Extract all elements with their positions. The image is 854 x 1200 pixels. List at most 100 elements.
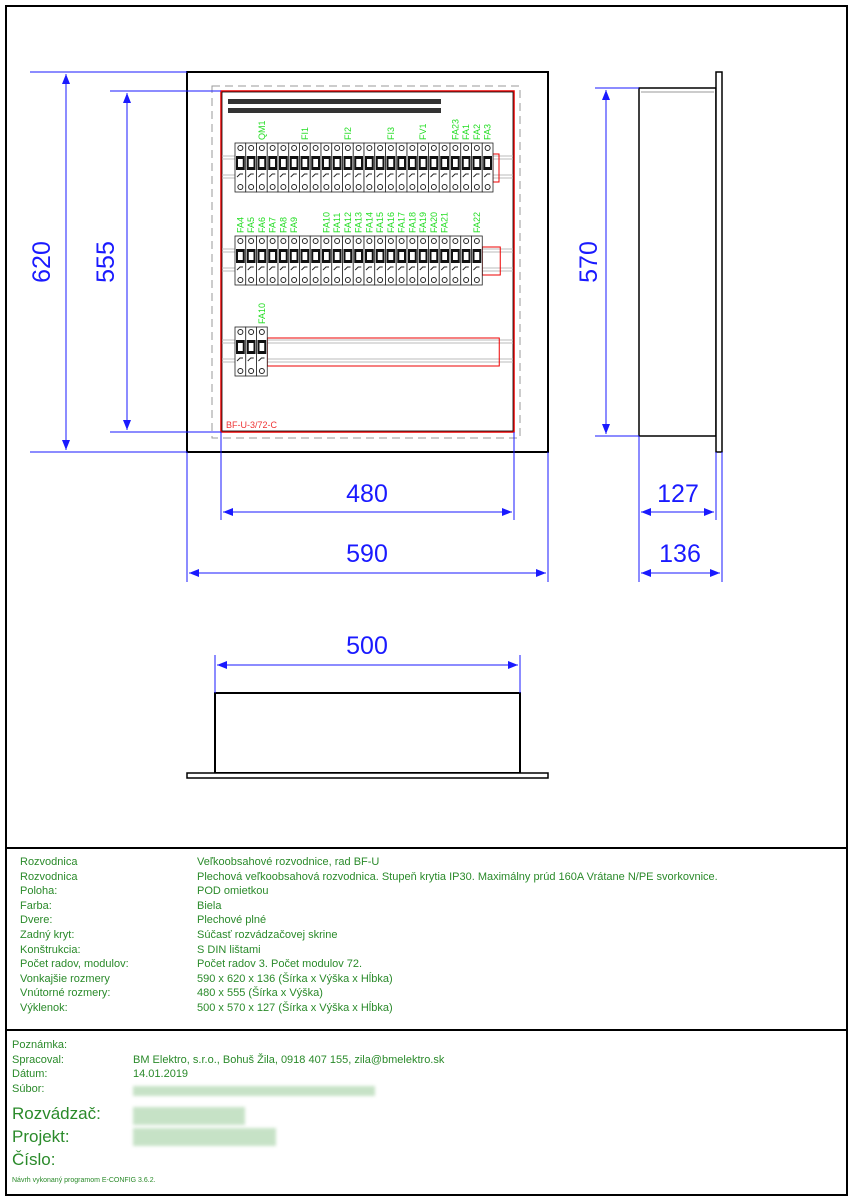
- spec-row: Počet radov, modulov: Počet radov 3. Poče…: [20, 957, 718, 972]
- breaker-label: FA8: [278, 217, 288, 233]
- spec-key: Vnútorné rozmery:: [20, 987, 111, 1000]
- divider-specs: [5, 847, 848, 849]
- breaker-module: [406, 142, 419, 193]
- terminal-strip-n: [228, 99, 441, 104]
- spec-value: Počet radov 3. Počet modulov 72.: [197, 958, 363, 971]
- breaker-module: [395, 235, 408, 286]
- breaker-label: FA11: [332, 213, 342, 233]
- spec-key: Vonkajšie rozmery: [20, 972, 110, 985]
- breaker-label: FA14: [364, 212, 374, 233]
- breaker-module: [320, 142, 333, 193]
- spec-value: 500 x 570 x 127 (Šírka x Výška x Hĺbka): [197, 1001, 393, 1014]
- breaker-label: FA18: [407, 212, 417, 233]
- dim-recess-height: 570: [575, 241, 603, 283]
- file-label: Súbor:: [12, 1082, 45, 1095]
- breaker-label: FA15: [375, 212, 385, 233]
- dim-recess-width: 500: [346, 632, 388, 660]
- spec-value: Súčasť rozvádzačovej skrine: [197, 928, 338, 941]
- spec-key: Rozvodnica: [20, 870, 78, 883]
- breaker-label: FA16: [386, 212, 396, 233]
- footer-note: Návrh vykonaný programom E-CONFIG 3.6.2.: [12, 1177, 156, 1184]
- spec-row: Dvere: Plechové plné: [20, 913, 718, 928]
- spec-key: Počet radov, modulov:: [20, 958, 129, 971]
- breaker-module: [266, 142, 279, 193]
- breaker-label: FA3: [483, 124, 493, 140]
- breaker-label: FA4: [235, 217, 245, 233]
- breaker-label: FA22: [472, 212, 482, 233]
- breaker-module: [277, 235, 290, 286]
- breaker-label: FA10: [257, 303, 267, 324]
- breaker-module: [438, 235, 451, 286]
- breaker-module: [449, 235, 462, 286]
- breaker-label: FA13: [354, 212, 364, 233]
- breaker-module: [245, 142, 257, 193]
- breaker-module: [256, 326, 268, 377]
- enclosure-code: BF-U-3/72-C: [226, 420, 278, 430]
- author-label: Spracoval:: [12, 1053, 64, 1066]
- breaker-module: [320, 235, 333, 286]
- breaker-module: [471, 235, 483, 286]
- breaker-module: [288, 142, 300, 193]
- breaker-label: FA5: [246, 217, 256, 233]
- dim-recess-depth: 127: [657, 480, 699, 508]
- spec-value: Plechová veľkoobsahová rozvodnica. Stupe…: [197, 870, 718, 883]
- redacted-switchboard: [133, 1107, 245, 1125]
- spec-key: Výklenok:: [20, 1001, 68, 1014]
- spec-row: Vnútorné rozmery:480 x 555 (Šírka x Výšk…: [20, 986, 718, 1001]
- date-value: 14.01.2019: [133, 1068, 189, 1081]
- breaker-module: [438, 142, 451, 193]
- spec-value: Plechové plné: [197, 914, 267, 927]
- breaker-label: FA9: [289, 217, 299, 233]
- enclosure-outline: [186, 71, 549, 453]
- switchboard-label: Rozvádzač:: [12, 1104, 101, 1123]
- dim-outer-width: 590: [346, 540, 388, 568]
- breaker-module: [331, 235, 343, 286]
- spec-row: Poloha:POD omietkou: [20, 884, 718, 899]
- project-label: Projekt:: [12, 1127, 70, 1146]
- breaker-label: FA10: [321, 212, 331, 233]
- dim-inner-width: 480: [346, 480, 388, 508]
- breaker-label: FV1: [418, 123, 428, 140]
- breaker-label: FA12: [343, 212, 353, 233]
- spec-key: Dvere:: [20, 914, 53, 927]
- breaker-module: [245, 326, 257, 377]
- breaker-label: FA20: [429, 212, 439, 233]
- breaker-module: [395, 142, 408, 193]
- divider-meta: [5, 1029, 848, 1031]
- breaker-module: [309, 142, 322, 193]
- breaker-module: [234, 142, 247, 193]
- breaker-label: FA1: [461, 124, 471, 140]
- note-label: Poznámka:: [12, 1039, 68, 1051]
- recess-outline: [211, 85, 521, 439]
- sheet-border: [5, 5, 848, 1196]
- spec-value: S DIN lištami: [197, 943, 261, 956]
- breaker-module: [288, 235, 300, 286]
- breaker-label: FA6: [257, 217, 267, 233]
- spec-value: 590 x 620 x 136 (Šírka x Výška x Hĺbka): [197, 972, 393, 985]
- spec-value: POD omietkou: [197, 885, 269, 898]
- spec-key: Konštrukcia:: [20, 943, 81, 956]
- redacted-project: [133, 1128, 276, 1146]
- breaker-module: [352, 235, 365, 286]
- breaker-module: [342, 142, 354, 193]
- breaker-label: QM1: [257, 120, 267, 140]
- spec-row: Výklenok: 500 x 570 x 127 (Šírka x Výška …: [20, 1001, 718, 1016]
- dim-inner-height: 555: [92, 241, 120, 283]
- dim-outer-depth: 136: [659, 540, 701, 568]
- breaker-module: [245, 235, 257, 286]
- breaker-module: [363, 235, 376, 286]
- breaker-label: FI3: [386, 127, 396, 140]
- breaker-module: [417, 142, 429, 193]
- side-view: [638, 71, 723, 453]
- breaker-module: [417, 235, 429, 286]
- meta-block: Poznámka: Spracoval:BM Elektro, s.r.o., …: [12, 1038, 444, 1096]
- breaker-module: [460, 142, 472, 193]
- spec-row: Farba:Biela: [20, 899, 718, 914]
- breaker-label: FA17: [397, 212, 407, 233]
- spec-key: Farba:: [20, 899, 52, 912]
